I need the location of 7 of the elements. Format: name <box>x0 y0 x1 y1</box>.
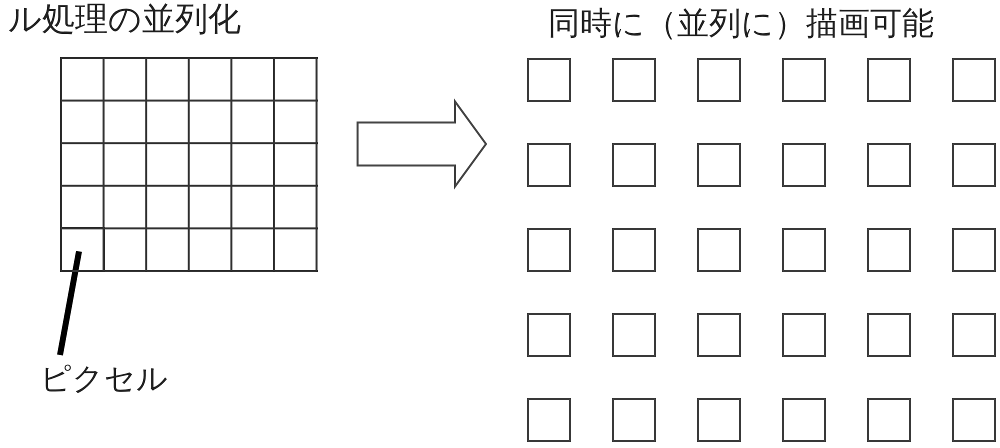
heading: 同時に（並列に）描画可能 <box>548 5 934 42</box>
grid-cell <box>60 227 105 272</box>
block-arrow <box>356 98 488 190</box>
title: ル処理の並列化 <box>8 0 241 38</box>
callout-label: ピクセル <box>40 362 168 398</box>
pixel-grid <box>60 57 318 272</box>
leader-line <box>57 250 82 356</box>
